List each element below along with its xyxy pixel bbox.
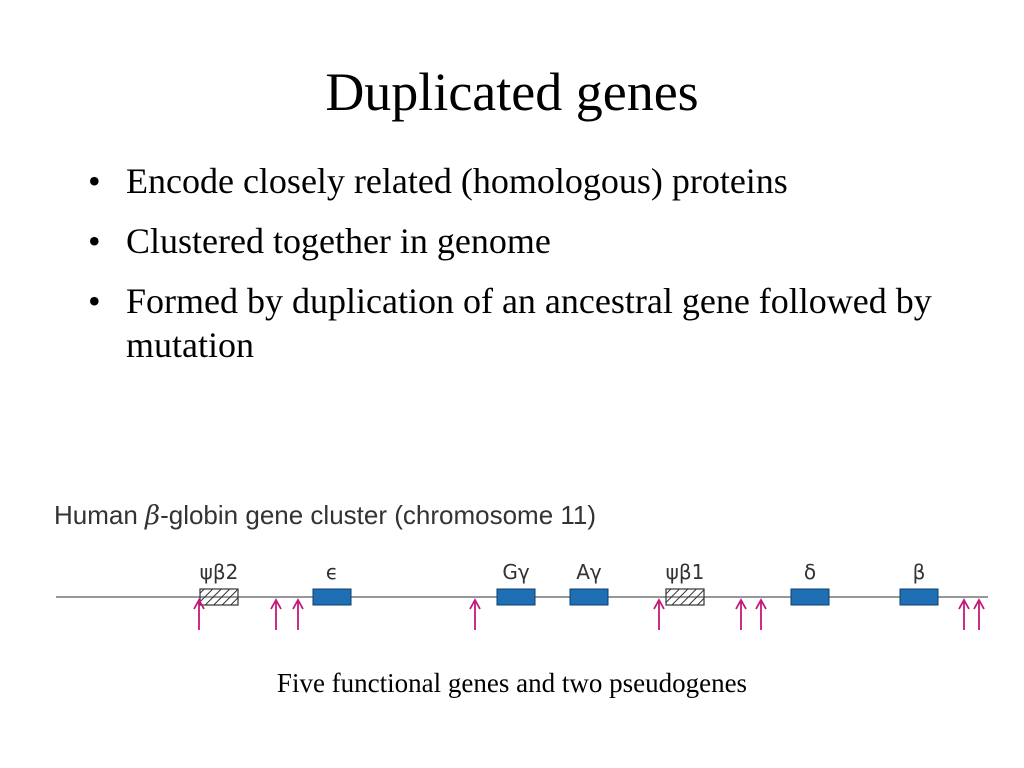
gene-label: ψβ2	[200, 560, 239, 584]
bullet-dot: •	[88, 161, 101, 201]
figure-title-prefix: Human	[54, 500, 146, 530]
gene-box	[312, 588, 352, 606]
bullet-item: • Encode closely related (homologous) pr…	[84, 160, 964, 204]
bullet-item: • Formed by duplication of an ancestral …	[84, 280, 964, 368]
bullet-text: Formed by duplication of an ancestral ge…	[126, 280, 932, 365]
gene-cluster-diagram: ψβ2 ϵ Gγ Aγ ψβ1 δ β	[56, 560, 988, 630]
gene-box	[569, 588, 609, 606]
arrow-icon	[292, 598, 304, 630]
arrow-icon	[193, 598, 205, 630]
bullet-list: • Encode closely related (homologous) pr…	[84, 160, 964, 384]
gene-label: Gγ	[502, 560, 529, 584]
gene-label: ψβ1	[666, 560, 705, 584]
figure-title-beta: β	[145, 501, 161, 531]
arrow-icon	[755, 598, 767, 630]
bullet-dot: •	[88, 220, 101, 261]
gene-box	[899, 588, 939, 606]
gene-label: δ	[804, 560, 816, 584]
arrow-icon	[270, 598, 282, 630]
bullet-dot: •	[88, 280, 101, 321]
gene-label: ϵ	[326, 560, 338, 584]
arrow-icon	[653, 598, 665, 630]
gene-label: Aγ	[576, 560, 602, 584]
bullet-item: • Clustered together in genome	[84, 220, 964, 264]
globin-cluster-figure: Human β-globin gene cluster (chromosome …	[48, 490, 993, 640]
bullet-text: Encode closely related (homologous) prot…	[126, 161, 788, 201]
arrows-layer	[193, 598, 985, 630]
figure-caption: Five functional genes and two pseudogene…	[276, 668, 748, 698]
arrow-icon	[735, 598, 747, 630]
arrow-icon	[469, 598, 481, 630]
arrow-icon	[973, 598, 985, 630]
gene-label: β	[913, 560, 926, 584]
bullet-text: Clustered together in genome	[126, 220, 551, 261]
arrow-icon	[958, 598, 970, 630]
slide-title: Duplicated genes	[325, 62, 699, 122]
genes-layer: ψβ2 ϵ Gγ Aγ ψβ1 δ β	[199, 560, 939, 606]
gene-box	[496, 588, 536, 606]
pseudogene-box	[199, 588, 239, 606]
gene-box	[790, 588, 830, 606]
pseudogene-box	[665, 588, 705, 606]
figure-title: Human β-globin gene cluster (chromosome …	[54, 500, 596, 531]
figure-title-suffix: -globin gene cluster (chromosome 11)	[160, 500, 597, 530]
